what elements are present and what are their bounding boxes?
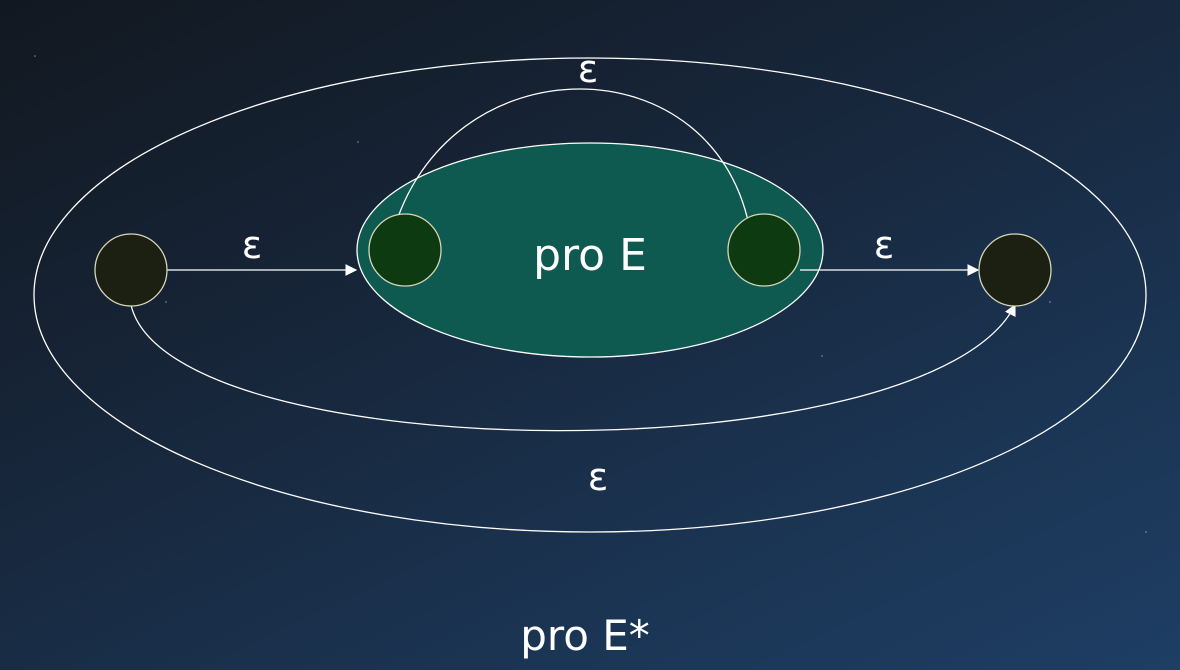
outer-boundary-ellipse [33, 57, 1147, 533]
diagram-caption: pro E* [520, 611, 650, 660]
inner-final-state [727, 213, 801, 287]
inner-automaton-region [356, 142, 824, 358]
loop-edge-label: ε [578, 47, 599, 91]
outer-final-state [978, 233, 1052, 307]
inner-start-state [368, 213, 442, 287]
exit-edge-label: ε [874, 223, 895, 267]
inner-automaton-label: pro E [533, 230, 647, 281]
bypass-edge-label: ε [588, 455, 609, 499]
background-specks [34, 55, 1147, 533]
bypass-edge [130, 303, 1016, 432]
entry-edge-label: ε [242, 223, 263, 267]
outer-start-state [94, 233, 168, 307]
loop-back-edge [389, 88, 752, 238]
